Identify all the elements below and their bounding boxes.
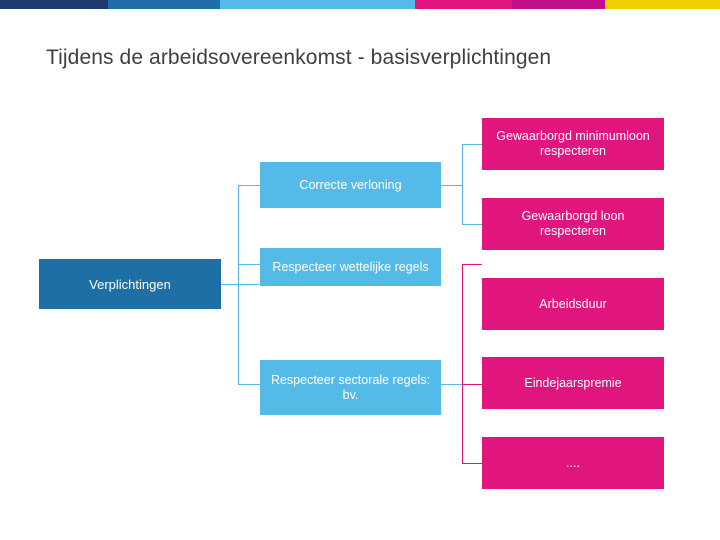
node-branch-correcte-verloning[interactable]: Correcte verloning <box>260 162 441 208</box>
node-root-verplichtingen[interactable]: Verplichtingen <box>39 259 221 309</box>
top-color-bar <box>0 0 720 9</box>
topbar-segment-1 <box>0 0 108 9</box>
node-leaf-eindejaarspremie[interactable]: Eindejaarspremie <box>482 357 664 409</box>
connector-branch1-leaf2 <box>462 224 482 225</box>
connector-branch3-leaf1 <box>462 264 482 265</box>
connector-root-to-mid <box>221 284 259 285</box>
topbar-segment-4 <box>415 0 512 9</box>
topbar-segment-6 <box>605 0 720 9</box>
connector-branch3-spine <box>462 264 463 464</box>
node-leaf-gewaarborgd-loon[interactable]: Gewaarborgd loon respecteren <box>482 198 664 250</box>
slide-title: Tijdens de arbeidsovereenkomst - basisve… <box>46 46 552 69</box>
connector-branch1-spine <box>462 144 463 224</box>
node-leaf-gewaarborgd-minimumloon[interactable]: Gewaarborgd minimumloon respecteren <box>482 118 664 170</box>
topbar-segment-3 <box>220 0 415 9</box>
node-branch-sectorale-regels[interactable]: Respecteer sectorale regels: bv. <box>260 360 441 415</box>
connector-branch1-out <box>441 185 463 186</box>
connector-mid-spine <box>238 185 239 384</box>
topbar-segment-5 <box>512 0 605 9</box>
topbar-segment-2 <box>108 0 220 9</box>
connector-branch3-leaf2 <box>462 384 482 385</box>
connector-branch3-out <box>441 384 463 385</box>
connector-mid-stub-2 <box>238 264 260 265</box>
node-leaf-meer[interactable]: .... <box>482 437 664 489</box>
connector-branch3-leaf3 <box>462 463 482 464</box>
connector-mid-stub-3 <box>238 384 260 385</box>
node-leaf-arbeidsduur[interactable]: Arbeidsduur <box>482 278 664 330</box>
node-branch-wettelijke-regels[interactable]: Respecteer wettelijke regels <box>260 248 441 286</box>
connector-mid-stub-1 <box>238 185 260 186</box>
connector-branch1-leaf1 <box>462 144 482 145</box>
